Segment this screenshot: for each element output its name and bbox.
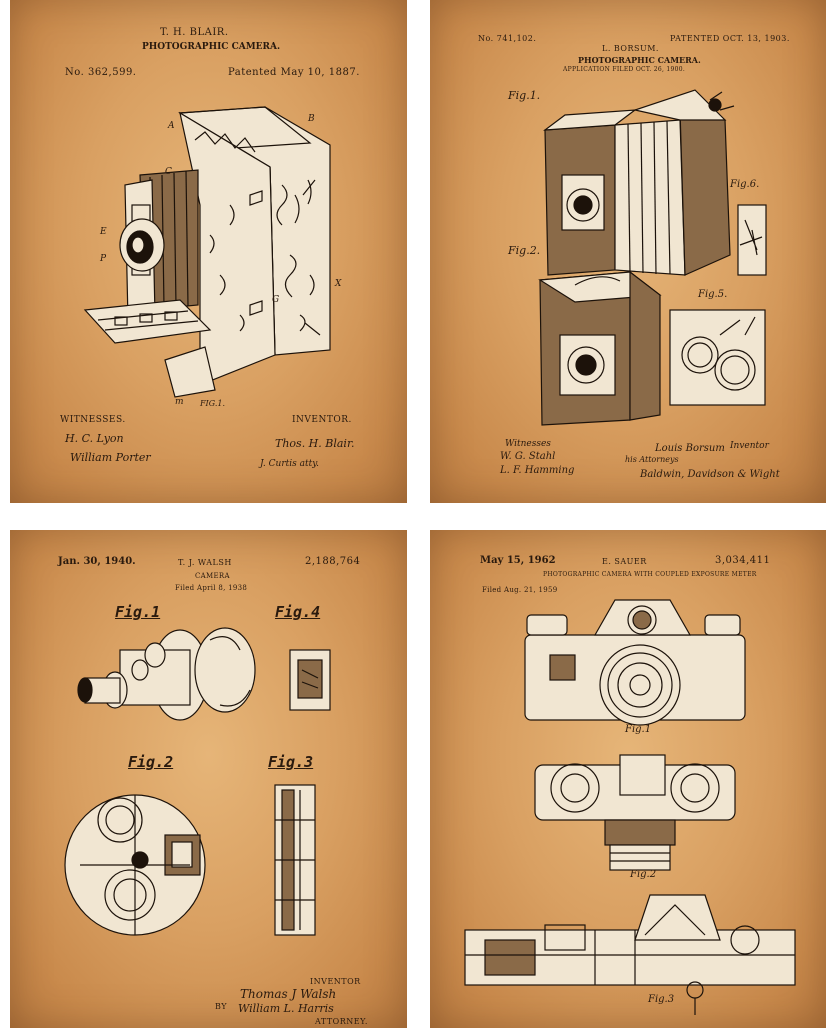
figure-label: Fig.2: [630, 869, 657, 880]
inventor-signature: Louis Borsum: [655, 443, 725, 454]
figure-label: FIG.1.: [200, 399, 225, 408]
bellows-camera-drawing: [83, 106, 331, 398]
part-letter: G: [272, 295, 280, 305]
attorney-signature: William L. Harris: [238, 1002, 334, 1015]
inventor-label: Inventor: [730, 441, 769, 451]
box-camera-drawing: [538, 89, 767, 426]
patent-title: PHOTOGRAPHIC CAMERA.: [142, 42, 281, 52]
patent-number: 3,034,411: [715, 555, 771, 566]
inventor-signature: Thos. H. Blair.: [275, 437, 355, 450]
part-letter: A: [168, 121, 175, 131]
figure-label: Fig.1: [115, 603, 161, 621]
attorney-label: ATTORNEY.: [315, 1017, 368, 1026]
patent-number: No. 362,599.: [65, 67, 137, 78]
witness-signature: W. G. Stahl: [500, 451, 556, 462]
patent-date: PATENTED OCT. 13, 1903.: [670, 34, 790, 43]
figure-label: Fig.3: [268, 753, 314, 771]
slr-camera-drawing: [464, 599, 796, 1015]
patent-title: PHOTOGRAPHIC CAMERA.: [578, 55, 701, 65]
movie-camera-drawing: [64, 627, 331, 936]
figure-label: Fig.6.: [730, 179, 760, 190]
inventor-signature: Thomas J Walsh: [240, 987, 337, 1001]
witnesses-label: WITNESSES.: [60, 415, 126, 425]
inventor-name: E. SAUER: [602, 557, 647, 566]
figure-label: Fig.5.: [698, 289, 728, 300]
witness-signature: William Porter: [70, 451, 151, 464]
inventor-name: L. BORSUM.: [602, 44, 659, 53]
patent-date: May 15, 1962: [480, 555, 556, 566]
witnesses-label: Witnesses: [505, 439, 551, 449]
patent-number: No. 741,102.: [478, 34, 537, 43]
inventor-name: T. J. WALSH: [178, 558, 232, 567]
application-date: APPLICATION FILED OCT. 26, 1900.: [563, 66, 686, 73]
figure-label: Fig.4: [275, 603, 321, 621]
part-letter: E: [100, 227, 107, 237]
part-letter: P: [100, 254, 107, 264]
filed-date: Filed Aug. 21, 1959: [482, 586, 558, 594]
patent-number: 2,188,764: [305, 556, 361, 567]
patent-date: Jan. 30, 1940.: [58, 556, 136, 567]
patent-poster-walsh: Jan. 30, 1940. T. J. WALSH 2,188,764 CAM…: [10, 530, 407, 1028]
filed-date: Filed April 8, 1938: [175, 584, 248, 592]
inventor-label: INVENTOR.: [292, 415, 352, 425]
attorney-signature: J. Curtis atty.: [260, 459, 319, 469]
figure-label: Fig.3: [648, 994, 675, 1005]
figure-label: Fig.2: [128, 753, 174, 771]
patent-date: Patented May 10, 1887.: [228, 67, 360, 78]
part-letter: X: [335, 279, 342, 289]
attorneys-signature: Baldwin, Davidson & Wight: [640, 469, 780, 480]
figure-label: Fig.1: [625, 724, 652, 735]
figure-label: Fig.2.: [508, 244, 541, 257]
part-letter: B: [308, 114, 315, 124]
by-label: BY: [215, 1002, 228, 1011]
inventor-name: T. H. BLAIR.: [160, 27, 229, 38]
part-letter: m: [175, 397, 184, 407]
part-letter: C: [165, 167, 172, 177]
patent-poster-sauer: May 15, 1962 E. SAUER 3,034,411 PHOTOGRA…: [430, 530, 826, 1028]
patent-title: PHOTOGRAPHIC CAMERA WITH COUPLED EXPOSUR…: [543, 571, 757, 578]
witness-signature: L. F. Hamming: [500, 465, 575, 476]
inventor-label: INVENTOR: [310, 977, 361, 986]
patent-poster-blair: T. H. BLAIR. PHOTOGRAPHIC CAMERA. No. 36…: [10, 0, 407, 503]
figure-label: Fig.1.: [508, 89, 541, 102]
patent-title: CAMERA: [195, 572, 230, 580]
patent-poster-borsum: No. 741,102. PATENTED OCT. 13, 1903. L. …: [430, 0, 826, 503]
witness-signature: H. C. Lyon: [65, 432, 124, 445]
attorneys-label: his Attorneys: [625, 455, 679, 464]
